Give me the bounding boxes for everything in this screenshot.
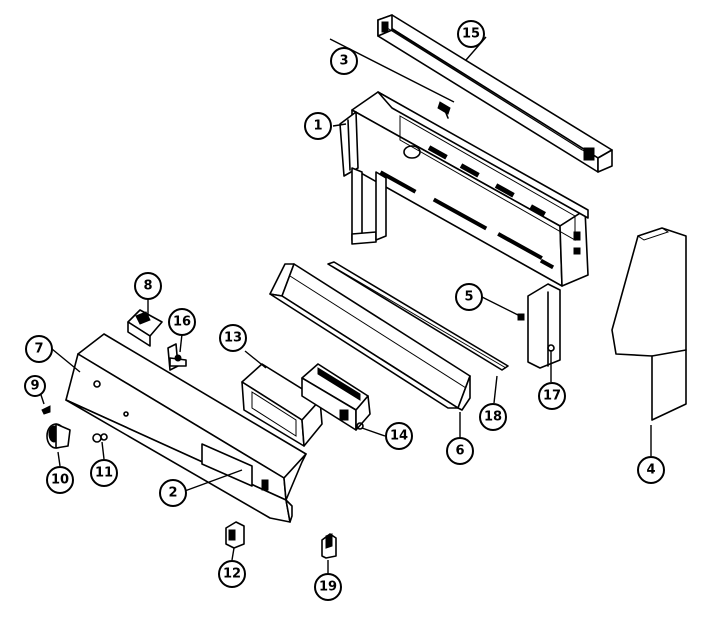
- part-trim-strip: [327, 261, 509, 371]
- callout-9: 9: [24, 375, 46, 397]
- part-control-panel: [65, 333, 307, 523]
- part-clock-module: [301, 363, 371, 431]
- callout-7: 7: [25, 335, 53, 363]
- part-screw-top: [437, 101, 451, 119]
- svg-text:18: 18: [484, 410, 502, 425]
- svg-text:11: 11: [95, 466, 113, 481]
- callout-12: 12: [218, 560, 246, 588]
- part-control-knob: [46, 423, 71, 449]
- svg-text:5: 5: [464, 290, 473, 305]
- svg-text:12: 12: [223, 567, 241, 582]
- svg-text:13: 13: [224, 331, 242, 346]
- part-small-bracket: [321, 533, 337, 559]
- part-backguard-shell: [339, 91, 589, 287]
- callout-2: 2: [159, 479, 187, 507]
- svg-text:14: 14: [390, 429, 408, 444]
- callout-4: 4: [637, 456, 665, 484]
- callout-1: 1: [304, 112, 332, 140]
- part-mounting-clip: [167, 343, 187, 371]
- svg-text:9: 9: [30, 379, 39, 394]
- callout-14: 14: [385, 422, 413, 450]
- callout-18: 18: [479, 403, 507, 431]
- part-clock-bezel: [241, 363, 323, 447]
- callout-8: 8: [134, 272, 162, 300]
- svg-text:4: 4: [646, 463, 655, 478]
- svg-text:8: 8: [143, 279, 152, 294]
- leader-lines: [39, 36, 652, 573]
- part-right-end-bracket: [517, 283, 561, 369]
- svg-text:16: 16: [173, 315, 191, 330]
- callout-11: 11: [90, 459, 118, 487]
- callout-3: 3: [330, 47, 358, 75]
- callout-16: 16: [168, 308, 196, 336]
- part-small-screw: [41, 405, 51, 415]
- svg-text:7: 7: [34, 342, 43, 357]
- part-right-end-cap: [611, 227, 687, 421]
- svg-text:6: 6: [455, 444, 464, 459]
- svg-text:3: 3: [339, 54, 348, 69]
- part-spring-clip: [92, 433, 108, 443]
- svg-text:2: 2: [168, 486, 177, 501]
- callout-13: 13: [219, 324, 247, 352]
- callout-15: 15: [457, 20, 485, 48]
- part-top-trim-rail: [377, 14, 613, 173]
- svg-text:10: 10: [51, 473, 69, 488]
- svg-text:15: 15: [462, 27, 480, 42]
- svg-text:1: 1: [313, 119, 322, 134]
- part-terminal-block: [225, 521, 245, 549]
- callout-5: 5: [455, 283, 483, 311]
- callout-19: 19: [314, 573, 342, 601]
- callout-6: 6: [446, 437, 474, 465]
- callout-10: 10: [46, 466, 74, 494]
- part-front-channel-trim: [269, 263, 471, 411]
- svg-text:19: 19: [319, 580, 337, 595]
- callout-17: 17: [538, 382, 566, 410]
- svg-text:17: 17: [543, 389, 561, 404]
- part-selector-switch: [127, 309, 163, 347]
